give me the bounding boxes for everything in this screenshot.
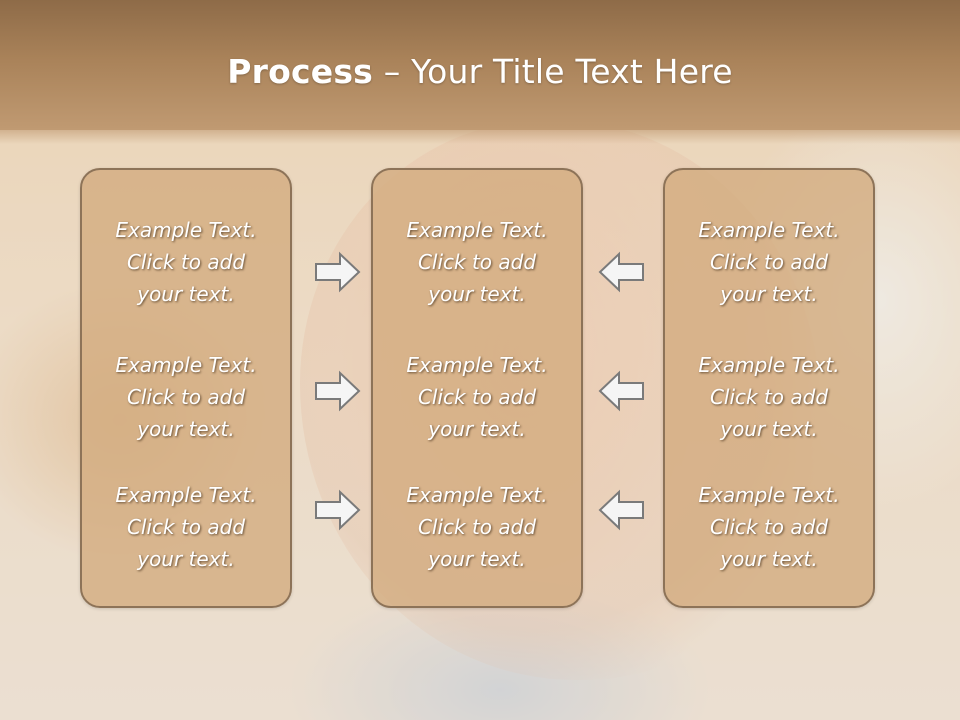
text-line: Click to add [126, 515, 246, 539]
arrow-right-icon[interactable] [314, 370, 362, 412]
text-line: Click to add [709, 385, 829, 409]
text-line: your text. [428, 547, 526, 571]
text-line: Example Text. [406, 218, 548, 242]
text-line: Click to add [126, 385, 246, 409]
text-line: Example Text. [115, 218, 257, 242]
text-line: your text. [137, 417, 235, 441]
text-line: Example Text. [406, 483, 548, 507]
title-bar [0, 0, 960, 144]
text-line: your text. [137, 282, 235, 306]
text-block[interactable]: Example Text. Click to add your text. [373, 214, 581, 310]
text-line: Click to add [417, 250, 537, 274]
text-line: Example Text. [115, 483, 257, 507]
text-line: Example Text. [698, 483, 840, 507]
text-line: your text. [720, 282, 818, 306]
text-line: your text. [137, 547, 235, 571]
title-bold: Process [227, 52, 374, 91]
text-block[interactable]: Example Text. Click to add your text. [373, 349, 581, 445]
text-block[interactable]: Example Text. Click to add your text. [665, 214, 873, 310]
text-line: Example Text. [698, 353, 840, 377]
text-block[interactable]: Example Text. Click to add your text. [373, 479, 581, 575]
text-block[interactable]: Example Text. Click to add your text. [82, 349, 290, 445]
text-block[interactable]: Example Text. Click to add your text. [82, 479, 290, 575]
text-line: your text. [428, 282, 526, 306]
text-line: Example Text. [406, 353, 548, 377]
text-line: Example Text. [115, 353, 257, 377]
arrow-right-icon[interactable] [314, 489, 362, 531]
slide-title[interactable]: Process – Your Title Text Here [0, 52, 960, 91]
process-box-right[interactable]: Example Text. Click to add your text. Ex… [663, 168, 875, 608]
text-line: your text. [720, 547, 818, 571]
arrow-left-icon[interactable] [597, 251, 645, 293]
arrow-left-icon[interactable] [597, 370, 645, 412]
text-line: Click to add [417, 385, 537, 409]
text-line: Click to add [126, 250, 246, 274]
text-block[interactable]: Example Text. Click to add your text. [665, 479, 873, 575]
text-block[interactable]: Example Text. Click to add your text. [665, 349, 873, 445]
title-rest: – Your Title Text Here [373, 52, 733, 91]
process-box-left[interactable]: Example Text. Click to add your text. Ex… [80, 168, 292, 608]
text-line: your text. [428, 417, 526, 441]
text-line: Click to add [417, 515, 537, 539]
text-line: Click to add [709, 250, 829, 274]
arrow-right-icon[interactable] [314, 251, 362, 293]
process-box-center[interactable]: Example Text. Click to add your text. Ex… [371, 168, 583, 608]
text-line: Example Text. [698, 218, 840, 242]
arrow-left-icon[interactable] [597, 489, 645, 531]
text-line: your text. [720, 417, 818, 441]
text-line: Click to add [709, 515, 829, 539]
text-block[interactable]: Example Text. Click to add your text. [82, 214, 290, 310]
